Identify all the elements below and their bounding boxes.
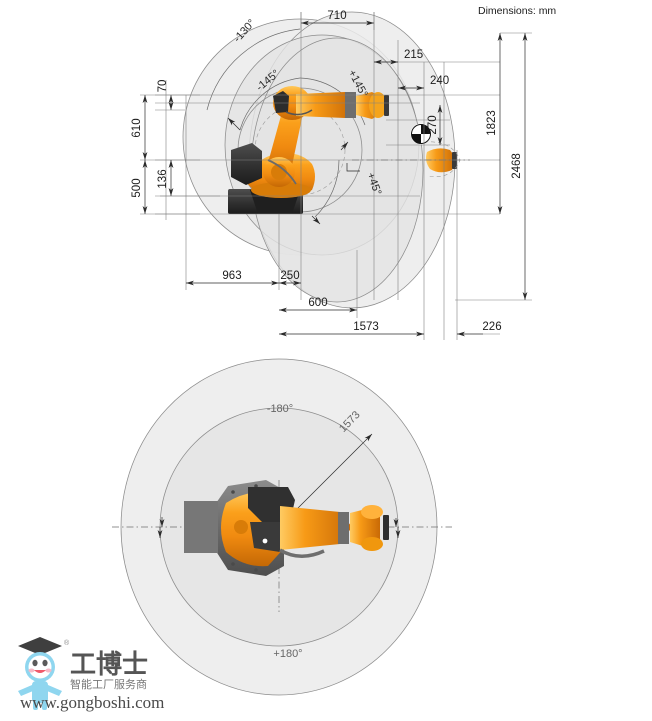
robot-wrist-hub-top [361, 505, 383, 519]
dimension-1823: 1823 [486, 33, 503, 214]
wrist-extreme-flange [452, 152, 457, 169]
dimension-250-label: 250 [280, 270, 299, 282]
angle-leader-minus145 [227, 117, 241, 131]
top-view-group: 1573 [112, 358, 452, 696]
robot-wrist-hub [369, 92, 387, 118]
robot-turntable-ring [251, 182, 311, 198]
angle-label-plus180: +180° [273, 648, 302, 660]
watermark-tagline: 智能工厂服务商 [70, 677, 147, 691]
angle-label-minus180: -180° [267, 403, 293, 415]
dimension-270-label: 270 [427, 115, 439, 134]
dimension-600-label: 600 [308, 297, 327, 309]
dimension-1573-side: 1573 [279, 321, 424, 337]
robot-base-rear-block [184, 501, 218, 553]
dimension-710-label: 710 [327, 10, 346, 22]
robot-wrist-hub-top-2 [361, 537, 383, 551]
robot-arm-top [280, 506, 352, 550]
robot-arm-collar [345, 92, 356, 118]
dimension-70-label: 70 [157, 80, 169, 93]
dimension-136: 136 [157, 160, 220, 197]
dimension-963-label: 963 [222, 270, 241, 282]
dimension-226: 226 [457, 321, 502, 337]
robot-top-view [184, 480, 389, 576]
dimension-610-label: 610 [131, 118, 143, 137]
dimension-226-label: 226 [482, 321, 501, 333]
watermark-brand: 工博士 [70, 650, 148, 680]
angle-origin-marker [346, 163, 360, 172]
dimension-240-label: 240 [430, 75, 449, 87]
robot-arm-collar-top [338, 512, 349, 544]
robot-joint-a2-hub [271, 164, 287, 180]
dimension-215: 215 [374, 49, 423, 65]
robot-counterweight [231, 143, 262, 185]
side-view-group: 710 215 240 270 1823 [131, 5, 556, 340]
watermark-url: www.gongboshi.com [20, 693, 164, 712]
dimension-250: 250 [279, 270, 301, 286]
dimension-240: 240 [398, 75, 449, 91]
dimension-270: 270 [427, 105, 443, 145]
dimension-500-label: 500 [131, 178, 143, 197]
work-center-target-icon [410, 123, 432, 145]
dimension-1573-side-label: 1573 [353, 321, 379, 333]
dimension-500: 500 [131, 160, 200, 215]
angle-leader-plus145 [340, 141, 349, 151]
robot-tool-flange-top [383, 515, 389, 540]
dimension-2468: 2468 [455, 32, 532, 301]
dimension-963: 963 [186, 270, 279, 286]
dimension-1823-label: 1823 [486, 110, 498, 136]
robot-tool-flange [384, 95, 389, 116]
robot-elbow-dark-cap [273, 91, 289, 113]
arc-minus130 [206, 28, 301, 111]
robot-cable-lower [267, 159, 297, 185]
side-view-extension-lines [155, 12, 500, 340]
registered-mark: ® [64, 639, 70, 647]
angle-leader-plus45 [311, 215, 321, 225]
dimension-136-label: 136 [157, 169, 169, 188]
mascot-icon: ® [18, 637, 70, 710]
dimension-2468-label: 2468 [511, 153, 523, 179]
robot-cable [285, 109, 313, 116]
dimension-215-label: 215 [404, 49, 423, 61]
watermark-logo: ® 工博士 智能工厂服务商 www.gongboshi.com [18, 637, 164, 712]
dimension-600: 600 [279, 250, 358, 318]
top-view-rotation-limit-ticks [157, 517, 401, 538]
units-note: Dimensions: mm [478, 5, 556, 17]
arc-plus45 [314, 159, 340, 218]
dimension-710: 710 [300, 10, 375, 30]
dimension-70: 70 [155, 80, 185, 111]
